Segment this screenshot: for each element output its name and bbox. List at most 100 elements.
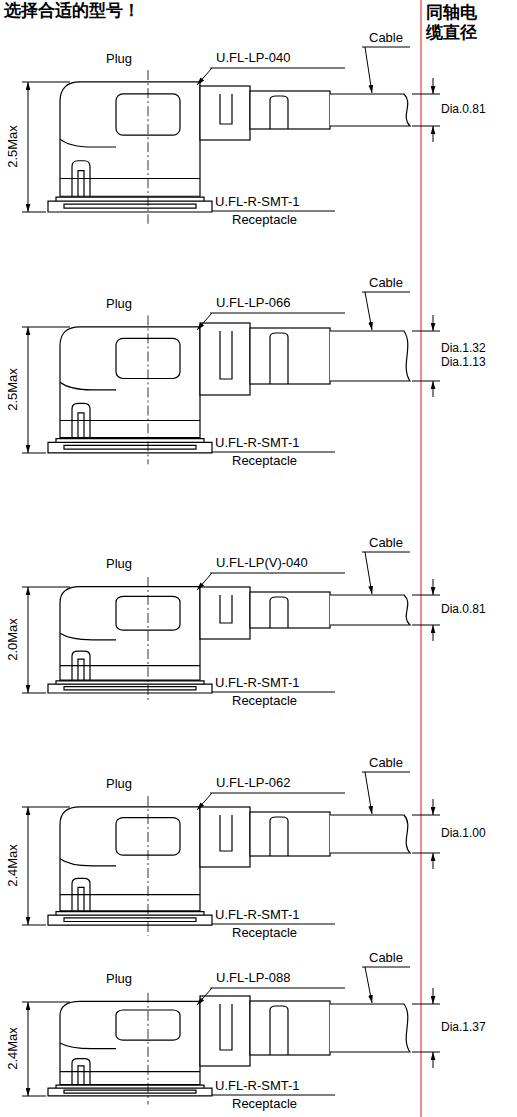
extension-line (22, 693, 46, 694)
label-underline (362, 47, 410, 48)
label-underline (362, 772, 410, 773)
leader-line (365, 772, 372, 814)
extension-line (22, 925, 46, 926)
leader-line (197, 573, 212, 590)
cable-diameter: Dia.1.37 (441, 1021, 486, 1035)
part-name: Receptacle (232, 1097, 297, 1112)
coax-cable (330, 94, 410, 126)
dimension-line (28, 587, 29, 693)
height-dimension: 2.5Max (6, 368, 21, 411)
part-name: Plug (106, 557, 132, 572)
cable-diameter: Dia.1.32 (441, 342, 486, 356)
crimp-tab (220, 94, 232, 124)
extension-line (412, 853, 440, 854)
height-dimension: 2.0Max (6, 618, 21, 661)
crimp-sleeve (200, 86, 250, 140)
extension-line (412, 126, 440, 127)
part-number: U.FL-R-SMT-1 (215, 908, 300, 923)
connector-pair (48, 70, 212, 224)
part-number: U.FL-R-SMT-1 (215, 1079, 300, 1094)
extension-line (412, 381, 440, 382)
dimension-arrow (433, 78, 434, 94)
extension-line (412, 625, 440, 626)
connector-pair (48, 315, 212, 464)
ferrule-slot (270, 597, 288, 628)
dimension-arrow (433, 799, 434, 815)
crimp-sleeve (200, 587, 250, 639)
extension-line (22, 587, 70, 588)
leader-line (197, 988, 212, 1005)
label-underline (210, 313, 345, 314)
part-name: Plug (106, 972, 132, 987)
crimp-tab (220, 815, 232, 851)
extension-line (412, 595, 440, 596)
extension-line (412, 815, 440, 816)
coax-cable (330, 1004, 410, 1052)
coax-cable (330, 815, 410, 853)
crimp-tab (220, 595, 232, 623)
label-underline (362, 292, 410, 293)
leader-line (365, 552, 372, 594)
extension-line (22, 82, 70, 83)
coax-cable (330, 331, 410, 381)
part-name: Plug (106, 297, 132, 312)
leader-line (365, 967, 372, 1003)
part-number: U.FL-LP-088 (216, 971, 290, 986)
crimp-sleeve (200, 323, 250, 395)
leader-lines (22, 47, 440, 1096)
dimension-line (28, 807, 29, 925)
ferrule-slot (270, 817, 288, 856)
part-name: Cable (369, 276, 403, 291)
dimension-line (28, 327, 29, 453)
part-name: Receptacle (232, 213, 297, 228)
ferrule (250, 1001, 330, 1055)
extension-line (22, 327, 70, 328)
ferrule-slot (270, 333, 288, 384)
part-name: Cable (369, 756, 403, 771)
part-number: U.FL-R-SMT-1 (215, 195, 300, 210)
extension-line (412, 1004, 440, 1005)
ferrule-slot (270, 96, 288, 129)
extension-line (412, 331, 440, 332)
dimension-arrow (433, 126, 434, 142)
height-dimension: 2.4Max (6, 1027, 21, 1070)
dimension-arrow (433, 1052, 434, 1068)
label-underline (212, 924, 335, 925)
connector-pair (48, 796, 212, 936)
extension-line (22, 1002, 70, 1003)
ferrule (250, 592, 330, 628)
extension-line (22, 212, 46, 213)
height-dimension: 2.4Max (6, 844, 21, 887)
label-underline (210, 68, 345, 69)
leader-line (197, 68, 212, 85)
label-underline (212, 1095, 335, 1096)
cable-crimp (200, 996, 410, 1066)
label-underline (210, 988, 345, 989)
ferrule (250, 91, 330, 129)
crimp-tab (220, 1004, 232, 1050)
cable-diameter: Dia.0.81 (441, 603, 486, 617)
cable-diameter: Dia.1.00 (441, 827, 486, 841)
column-heading: 同轴电缆直径 (426, 2, 477, 43)
extension-line (22, 807, 70, 808)
part-name: Receptacle (232, 454, 297, 469)
coax-cable (330, 595, 410, 625)
crimp-sleeve (200, 807, 250, 867)
leader-line (197, 793, 212, 810)
ferrule (250, 812, 330, 856)
dimension-arrow (433, 315, 434, 331)
part-number: U.FL-LP-040 (216, 51, 290, 66)
part-number: U.FL-R-SMT-1 (215, 676, 300, 691)
crimp-sleeve (200, 996, 250, 1066)
connector-pair (48, 577, 212, 703)
part-number: U.FL-R-SMT-1 (215, 436, 300, 451)
part-name: Plug (106, 52, 132, 67)
leader-line (197, 313, 212, 330)
label-underline (212, 452, 335, 453)
label-underline (362, 552, 410, 553)
label-underline (212, 692, 335, 693)
cable-crimp (200, 587, 410, 639)
part-number: U.FL-LP(V)-040 (216, 556, 308, 571)
part-number: U.FL-LP-062 (216, 776, 290, 791)
